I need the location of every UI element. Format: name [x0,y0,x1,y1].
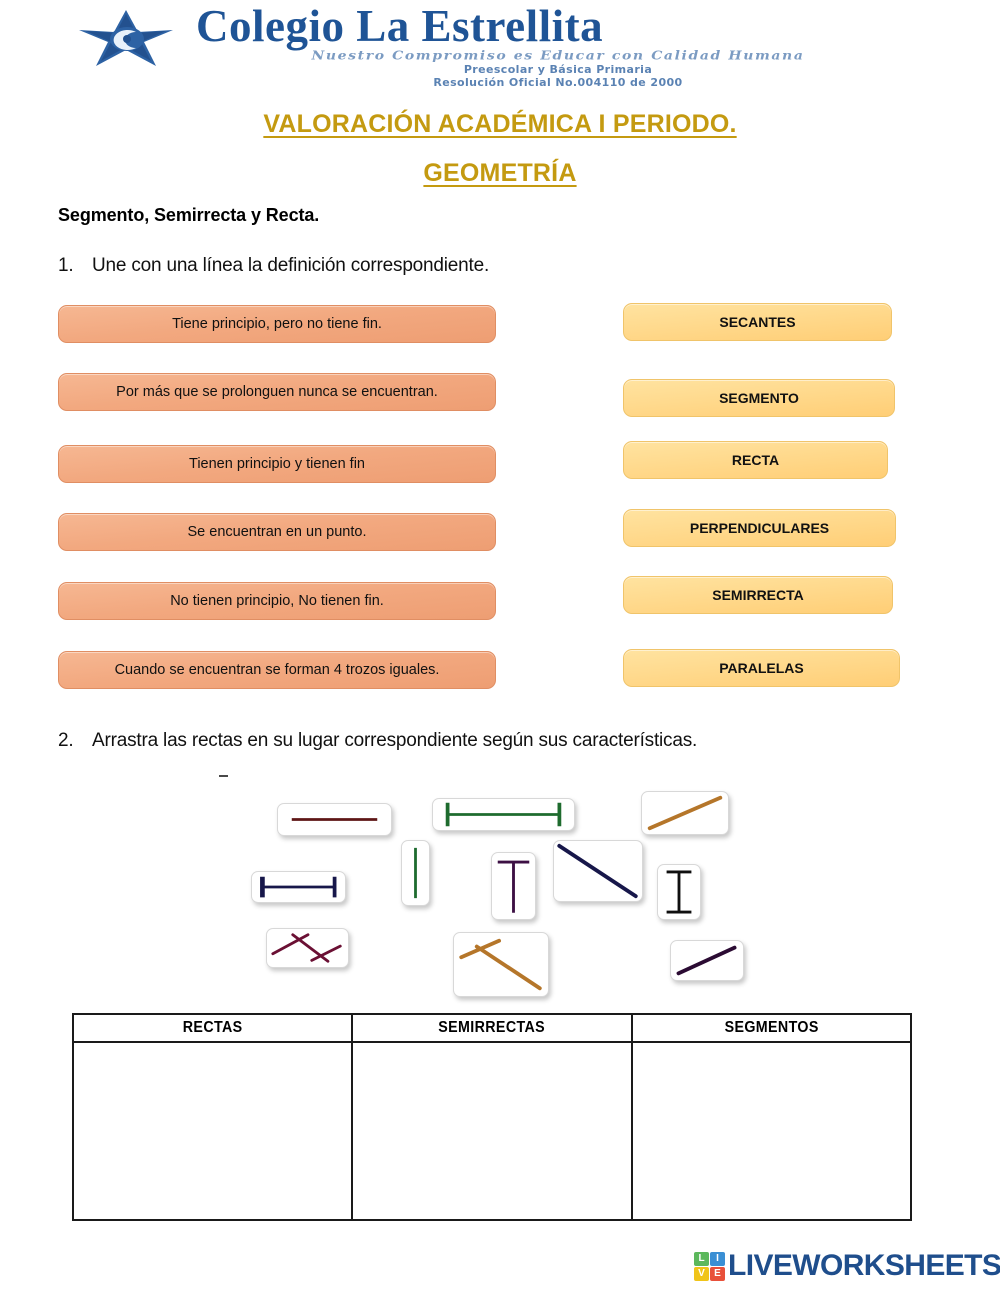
term-chip-semirrecta-label: SEMIRRECTA [712,586,804,603]
definition-chip-4[interactable]: Se encuentran en un punto. [58,513,496,551]
term-chip-semirrecta[interactable]: SEMIRRECTA [623,576,893,614]
definition-chip-4-label: Se encuentran en un punto. [187,523,367,540]
drag-tile-diagonal-line-purple-up[interactable] [670,940,744,981]
drag-tile-diagonal-line-brown-up[interactable] [641,791,729,835]
logo-cell-v: V [694,1266,709,1281]
question-1-number: 1. [58,255,74,276]
drag-tile-segment-green-with-endpoints[interactable] [432,798,575,831]
school-tagline: Nuestro Compromiso es Educar con Calidad… [311,49,805,63]
school-subline-levels: Preescolar y Básica Primaria [463,63,653,76]
drag-tile-oblique-tee-brown[interactable] [453,932,549,997]
stray-dash-mark [219,775,228,777]
table-header-rectas: RECTAS [83,1013,343,1043]
drag-tile-vertical-line-green[interactable] [401,840,430,906]
blue-star-logo-icon [78,8,174,70]
drop-cell-segmentos[interactable] [630,1041,913,1221]
drag-tile-perpendicular-tee-purple[interactable] [491,852,536,920]
term-chip-segmento[interactable]: SEGMENTO [623,379,895,417]
term-chip-segmento-label: SEGMENTO [719,389,799,406]
table-row [71,1041,913,1221]
term-chip-paralelas[interactable]: PARALELAS [623,649,900,687]
liveworksheets-wordmark: LIVEWORKSHEETS [728,1249,1000,1282]
letterhead: Colegio La Estrellita Nuestro Compromiso… [0,0,1000,92]
definition-chip-5-label: No tienen principio, No tienen fin. [170,592,384,609]
table-header-segmentos: SEGMENTOS [641,1013,901,1043]
table-header-row: RECTAS SEMIRRECTAS SEGMENTOS [73,1013,911,1043]
topic-subheading: Segmento, Semirrecta y Recta. [58,205,320,225]
logo-cell-l: L [694,1251,709,1266]
term-chip-secantes-label: SECANTES [719,313,796,330]
question-1: 1. Une con una línea la definición corres… [58,255,489,277]
drag-tile-i-beam-black[interactable] [657,864,701,920]
definition-chip-6-label: Cuando se encuentran se forman 4 trozos … [114,661,440,678]
drop-cell-semirrectas[interactable] [351,1041,633,1221]
page-title-secondary-text: GEOMETRÍA [423,159,577,187]
question-2-number: 2. [58,730,74,751]
table-header-semirrectas: SEMIRRECTAS [362,1013,622,1043]
term-chip-recta[interactable]: RECTA [623,441,888,479]
definition-chip-3-label: Tienen principio y tienen fin [189,455,365,472]
definition-chip-1-label: Tiene principio, pero no tiene fin. [172,315,382,332]
question-2: 2. Arrastra las rectas en su lugar corres… [58,730,697,752]
logo-cell-i: I [710,1251,725,1266]
school-name: Colegio La Estrellita [196,1,604,51]
classification-table: RECTAS SEMIRRECTAS SEGMENTOS [71,1013,913,1221]
question-1-text: Une con una línea la definición correspo… [92,255,490,276]
page-title-secondary: GEOMETRÍA [0,159,1000,188]
term-chip-secantes[interactable]: SECANTES [623,303,892,341]
liveworksheets-logo-grid: L I V E [694,1251,725,1281]
term-chip-perpendiculares-label: PERPENDICULARES [689,519,830,536]
term-chip-perpendiculares[interactable]: PERPENDICULARES [623,509,896,547]
question-2-text: Arrastra las rectas en su lugar correspo… [92,730,698,751]
definition-chip-2[interactable]: Por más que se prolonguen nunca se encue… [58,373,496,411]
drag-tile-diagonal-line-navy-down[interactable] [553,840,643,902]
term-chip-paralelas-label: PARALELAS [719,659,804,676]
drag-tile-horizontal-line-dark-red[interactable] [277,803,392,836]
drag-tile-secant-lines-dark-red[interactable] [266,928,349,968]
definition-chip-3[interactable]: Tienen principio y tienen fin [58,445,496,483]
drag-tile-segment-navy-with-endpoints[interactable] [251,871,346,903]
page-title-primary-text: VALORACIÓN ACADÉMICA I PERIODO. [263,110,737,138]
definition-chip-1[interactable]: Tiene principio, pero no tiene fin. [58,305,496,343]
definition-chip-2-label: Por más que se prolonguen nunca se encue… [116,383,438,400]
definition-chip-5[interactable]: No tienen principio, No tienen fin. [58,582,496,620]
liveworksheets-logo[interactable]: L I V E LIVEWORKSHEETS [694,1249,1000,1282]
school-subline-resolution: Resolución Oficial No.004110 de 2000 [433,76,683,89]
drop-cell-rectas[interactable] [71,1041,354,1221]
definition-chip-6[interactable]: Cuando se encuentran se forman 4 trozos … [58,651,496,689]
page-title-primary: VALORACIÓN ACADÉMICA I PERIODO. [0,110,1000,139]
term-chip-recta-label: RECTA [731,451,780,468]
logo-cell-e: E [710,1266,725,1281]
